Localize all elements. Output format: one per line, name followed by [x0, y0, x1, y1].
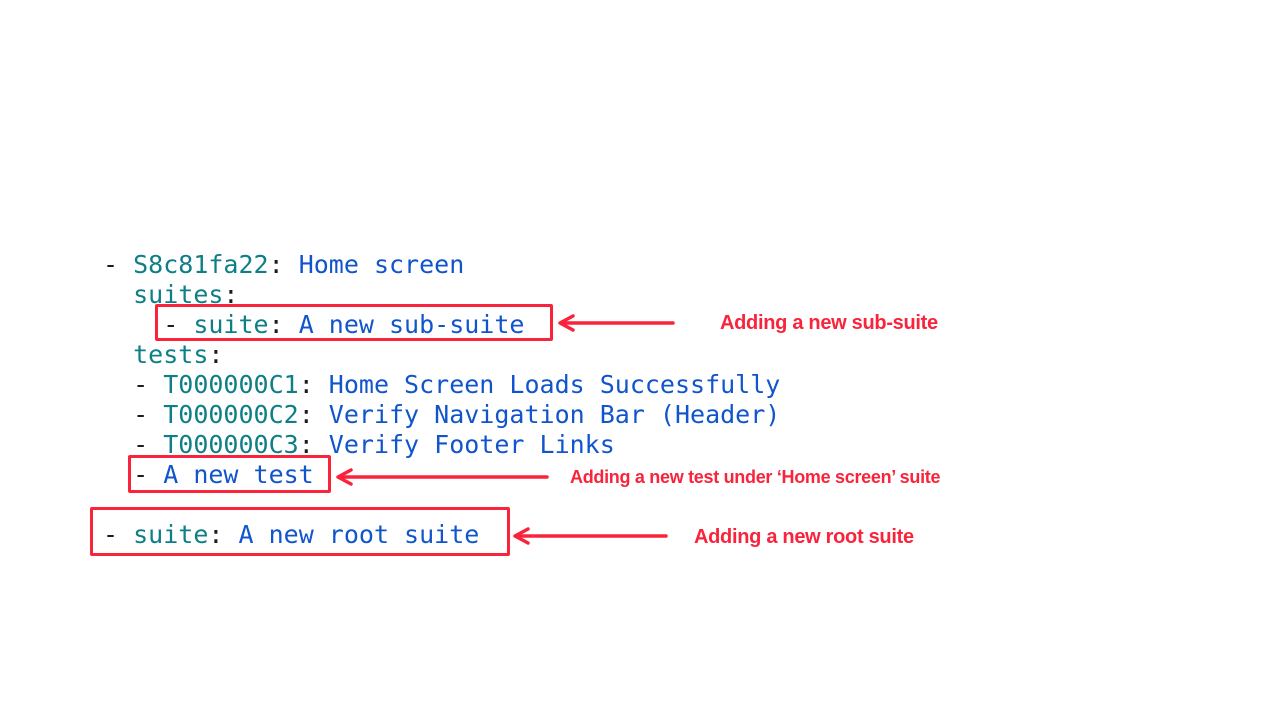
left-arrow-icon [336, 468, 549, 486]
code-token-key: T000000C1 [163, 370, 299, 399]
arrow-new-test [334, 468, 550, 491]
code-line: - T000000C3: Verify Footer Links [103, 430, 780, 460]
code-block: - S8c81fa22: Home screen suites: - suite… [103, 250, 780, 550]
code-token-value: Home Screen Loads Successfully [328, 370, 781, 399]
code-token-punct: - [103, 400, 164, 429]
code-token-value: Verify Footer Links [328, 430, 615, 459]
code-token-punct: - [103, 370, 164, 399]
code-token-key: suite [193, 310, 269, 339]
code-token-punct: - [103, 250, 134, 279]
annotation-sub-suite-label: Adding a new sub-suite [720, 312, 938, 334]
highlight-box-new-test [128, 455, 331, 493]
arrow-root-suite [511, 527, 669, 550]
left-arrow-icon [558, 314, 675, 332]
code-token-value: Home screen [298, 250, 465, 279]
code-token-punct: : [268, 310, 299, 339]
code-line: - T000000C1: Home Screen Loads Successfu… [103, 370, 780, 400]
code-token-key: suite [133, 520, 209, 549]
code-token-punct: - [103, 430, 164, 459]
code-token-punct: : [223, 280, 239, 309]
code-token-value: A new test [163, 460, 314, 489]
code-line: tests: [103, 340, 780, 370]
code-line: - T000000C2: Verify Navigation Bar (Head… [103, 400, 780, 430]
code-line: - suite: A new root suite [103, 520, 780, 550]
arrow-sub-suite [556, 314, 676, 337]
code-token-punct: - [103, 520, 134, 549]
code-token-punct [103, 340, 133, 369]
code-token-punct [103, 280, 133, 309]
code-token-key: T000000C3 [163, 430, 299, 459]
code-token-key: tests [133, 340, 209, 369]
code-token-value: Verify Navigation Bar (Header) [328, 400, 781, 429]
code-token-value: A new sub-suite [298, 310, 525, 339]
code-token-key: T000000C2 [163, 400, 299, 429]
highlight-box-sub-suite [155, 304, 553, 341]
code-token-punct: : [298, 400, 329, 429]
left-arrow-icon [513, 527, 668, 545]
code-token-punct: - [103, 310, 194, 339]
code-token-punct: : [208, 520, 239, 549]
highlight-box-root-suite [90, 507, 510, 556]
annotation-new-test-label: Adding a new test under ‘Home screen’ su… [570, 467, 941, 487]
code-token-punct: : [298, 370, 329, 399]
code-line: - A new test [103, 460, 780, 490]
code-token-punct: : [268, 250, 299, 279]
code-line: - S8c81fa22: Home screen [103, 250, 780, 280]
code-token-punct: : [208, 340, 224, 369]
code-token-punct: - [103, 460, 164, 489]
code-token-key: S8c81fa22 [133, 250, 269, 279]
annotation-root-suite-label: Adding a new root suite [694, 526, 914, 548]
code-token-punct: : [298, 430, 329, 459]
code-token-value: A new root suite [238, 520, 480, 549]
code-line: - suite: A new sub-suite [103, 310, 780, 340]
